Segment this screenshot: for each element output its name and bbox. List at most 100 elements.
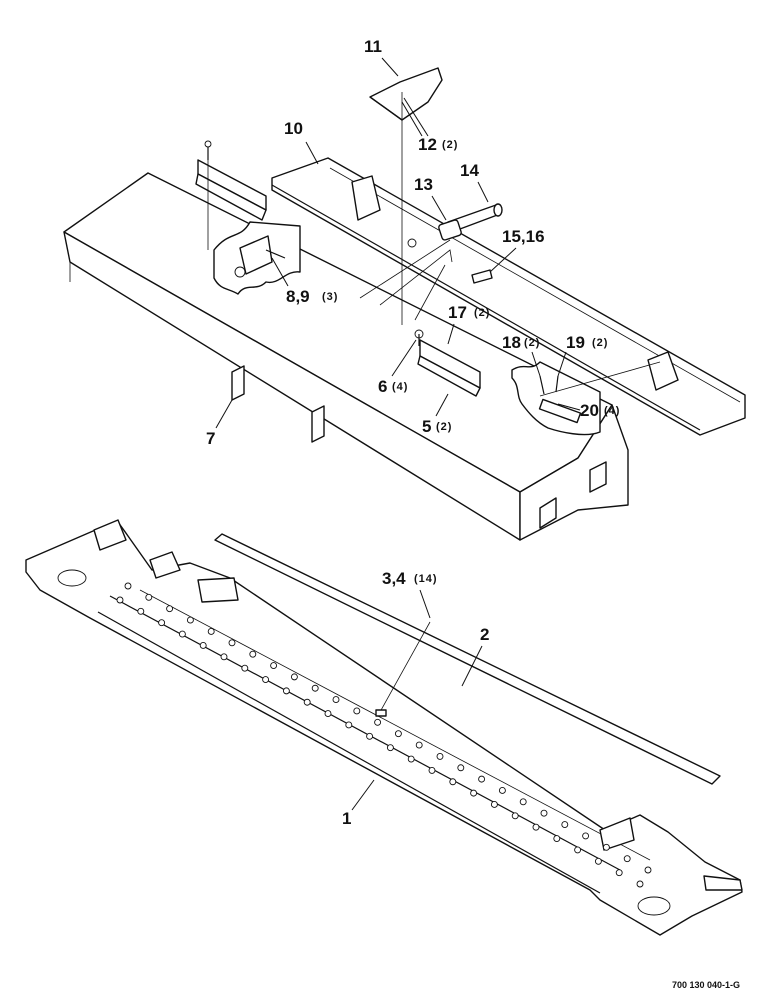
callout-20: 20 (4) [557, 401, 619, 420]
callout-1: 1 [342, 779, 375, 828]
callout-15-16: 15,16 [489, 227, 545, 273]
pan-hole [582, 832, 590, 840]
pan-hole [623, 855, 631, 863]
pan-hole [449, 778, 457, 786]
callout-13: 13 [414, 175, 447, 221]
callout-17: 17 (2) [447, 303, 490, 345]
pan-hole [332, 696, 340, 704]
pan-hole [636, 880, 644, 888]
callout-10: 10 [284, 119, 319, 165]
callout-8-9: 8,9 (3) [271, 257, 338, 306]
pan-hole [436, 752, 444, 760]
pan-hole [178, 630, 186, 638]
callout-18-qty: (2) [524, 337, 540, 349]
callout-8-9-label: 8,9 [286, 287, 310, 306]
cutaway-right [511, 361, 601, 436]
pan-hole [602, 843, 610, 851]
callout-14-label: 14 [460, 161, 479, 180]
pan-hole [186, 616, 194, 624]
part-5-bracket-front [417, 339, 481, 397]
pan-hole [166, 605, 174, 613]
callout-5-label: 5 [422, 417, 431, 436]
part-1-floor-pan [25, 519, 743, 936]
pan-hole [353, 707, 361, 715]
cable-linkage [359, 92, 661, 397]
callout-19-label: 19 [566, 333, 585, 352]
callout-10-label: 10 [284, 119, 303, 138]
pan-hole [594, 857, 602, 865]
callout-14: 14 [460, 161, 489, 203]
fastener-top-bolt [204, 140, 212, 250]
cutaway-left [213, 221, 301, 295]
callout-19-qty: (2) [592, 337, 608, 349]
pan-hole [249, 650, 257, 658]
callout-8-9-qty: (3) [322, 291, 338, 303]
pan-hole [345, 721, 353, 729]
callout-19: 19 (2) [557, 333, 608, 377]
callout-12-label: 12 [418, 135, 437, 154]
pan-hole [457, 764, 465, 772]
callout-17-qty: (2) [474, 307, 490, 319]
pan-hole [199, 641, 207, 649]
callout-2: 2 [461, 625, 489, 687]
callout-6-label: 6 [378, 377, 387, 396]
pan-hole [561, 821, 569, 829]
pan-hole [407, 755, 415, 763]
callout-12-qty: (2) [442, 139, 458, 151]
floor-pan-holes [116, 582, 652, 888]
part-7-housing [63, 172, 629, 541]
pan-hole [220, 653, 228, 661]
callout-18-label: 18 [502, 333, 521, 352]
callout-2-label: 2 [480, 625, 489, 644]
callout-3-4-qty: (14) [414, 573, 438, 585]
pan-hole [158, 619, 166, 627]
callout-15-16-label: 15,16 [502, 227, 545, 246]
pan-hole [137, 607, 145, 615]
pan-hole [490, 801, 498, 808]
pan-hole [386, 744, 394, 752]
callout-11-label: 11 [364, 37, 382, 56]
pan-hole [324, 710, 332, 718]
pan-hole [145, 593, 153, 601]
part-11-cover-plate [369, 67, 443, 121]
callout-11: 11 [364, 37, 399, 77]
part-17-bracket-rear [195, 159, 267, 221]
fastener-15-16 [471, 269, 493, 284]
callout-13-label: 13 [414, 175, 433, 194]
pan-hole [282, 687, 290, 695]
callout-17-label: 17 [448, 303, 467, 322]
fastener-18 [539, 375, 545, 395]
callout-3-4: 3,4 (14) [382, 569, 438, 619]
pan-hole [270, 662, 278, 669]
pan-hole [644, 866, 652, 874]
callout-5: 5 (2) [422, 393, 452, 436]
callout-20-label: 20 [580, 401, 599, 420]
part-10-rear-channel [271, 157, 746, 436]
pan-hole [290, 673, 298, 681]
callout-7-label: 7 [206, 429, 215, 448]
part-2-strip [214, 533, 721, 785]
callout-6: 6 (4) [378, 339, 417, 396]
part-13-bushing [438, 219, 462, 241]
pan-hole [228, 639, 236, 647]
figure-id: 700 130 040-1-G [672, 980, 740, 990]
fastener-19 [555, 375, 559, 393]
callout-7: 7 [206, 399, 233, 448]
pan-hole [415, 741, 423, 749]
pan-hole [511, 812, 519, 820]
pan-hole [394, 730, 402, 738]
pan-hole [374, 718, 382, 726]
pan-hole [311, 684, 319, 692]
fastener-6 [414, 329, 424, 346]
pan-hole [428, 766, 436, 774]
pan-hole [124, 582, 132, 590]
callout-5-qty: (2) [436, 421, 452, 433]
callout-6-qty: (4) [392, 381, 408, 393]
pan-hole [366, 732, 374, 740]
pan-hole [478, 775, 486, 783]
pan-hole [540, 809, 548, 817]
pan-hole [532, 823, 540, 831]
pan-hole [207, 627, 215, 635]
pan-hole [303, 698, 311, 706]
